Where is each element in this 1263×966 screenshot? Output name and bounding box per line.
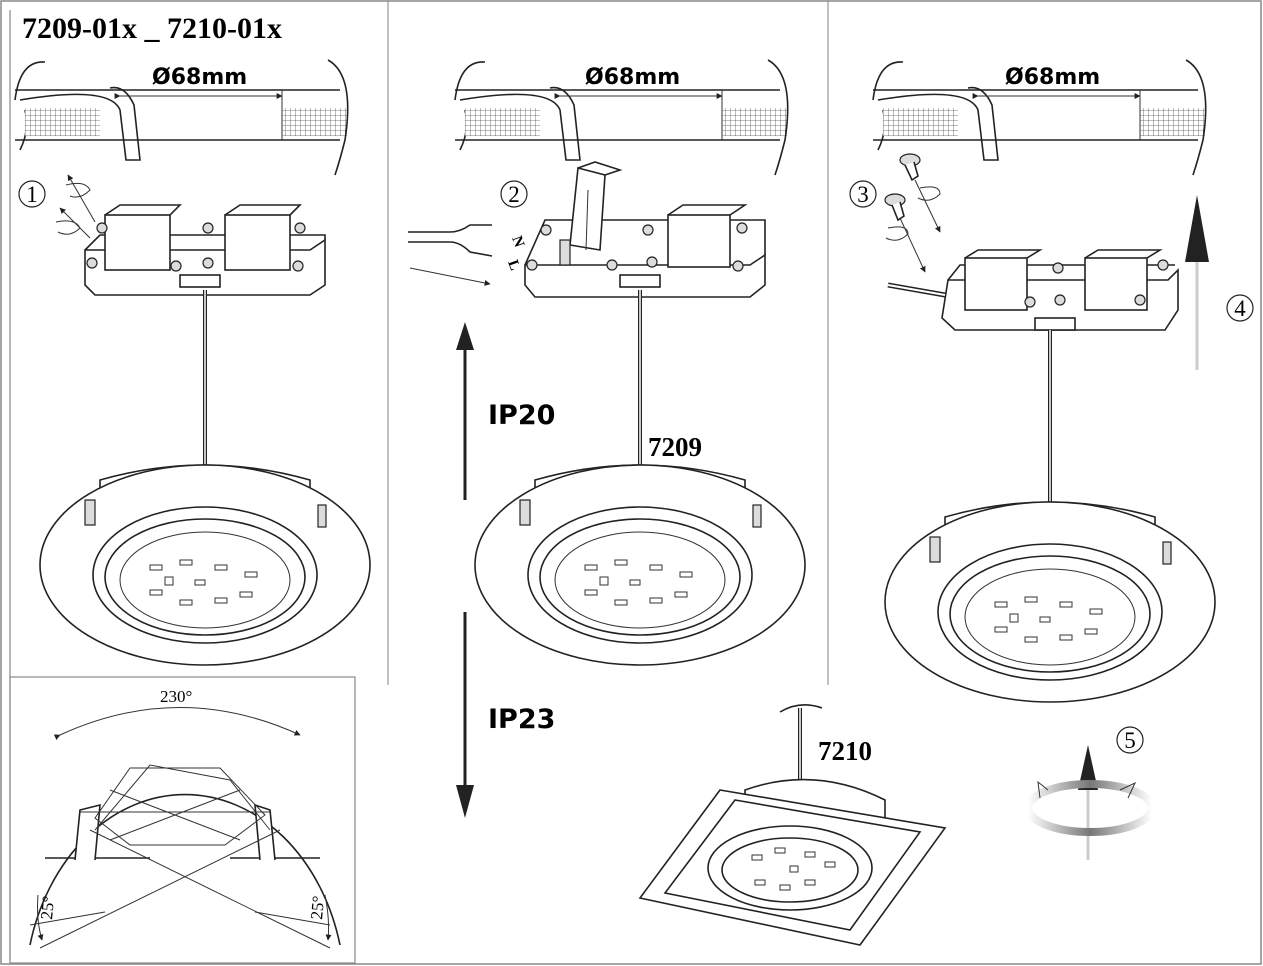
step-badge-3: 3 — [849, 180, 877, 208]
step-badge-2: 2 — [500, 180, 528, 208]
cutout-dimension-1: Ø68mm — [152, 65, 247, 90]
push-up-arrow-icon — [1185, 195, 1209, 370]
rotation-angle-label: 230° — [160, 687, 192, 706]
step-number-5: 5 — [1124, 728, 1136, 753]
step-badge-5: 5 — [1116, 726, 1144, 754]
wire-label-live: L — [504, 258, 522, 273]
model-label-7209: 7209 — [648, 432, 702, 462]
round-downlight-2 — [474, 464, 806, 666]
tilt-angle-right: 25° — [307, 895, 328, 920]
step-number-4: 4 — [1234, 296, 1246, 321]
screws-icon — [884, 153, 941, 273]
cutout-dimension-3: Ø68mm — [1005, 65, 1100, 90]
driver-box-1 — [84, 204, 326, 296]
tilt-angle-left: 25° — [37, 895, 58, 920]
round-downlight-1 — [39, 464, 371, 666]
square-downlight-7210 — [638, 704, 947, 946]
step-badge-4: 4 — [1226, 294, 1254, 322]
mains-wires — [408, 224, 493, 286]
panel-step-2: N L — [408, 60, 806, 666]
tilt-angle-diagram — [29, 707, 341, 949]
model-label-7210: 7210 — [818, 736, 872, 766]
driver-box-2-open — [524, 161, 766, 298]
step-number-2: 2 — [508, 182, 520, 207]
document-title: 7209-01x _ 7210-01x — [22, 12, 282, 45]
round-downlight-3 — [884, 501, 1216, 703]
ip-rating-arrows — [456, 322, 474, 818]
ip-rating-lower: IP23 — [488, 704, 555, 735]
step-number-1: 1 — [26, 182, 38, 207]
rotate-lock-icon — [1024, 745, 1156, 860]
step-number-3: 3 — [857, 182, 869, 207]
panel-step-3 — [873, 60, 1216, 860]
step-badge-1: 1 — [18, 180, 46, 208]
ip-rating-upper: IP20 — [488, 400, 555, 431]
wire-label-neutral: N — [508, 234, 527, 250]
cutout-dimension-2: Ø68mm — [585, 65, 680, 90]
screw-rotate-icon — [55, 174, 96, 239]
driver-box-3 — [887, 249, 1179, 331]
panel-step-1 — [15, 60, 371, 666]
